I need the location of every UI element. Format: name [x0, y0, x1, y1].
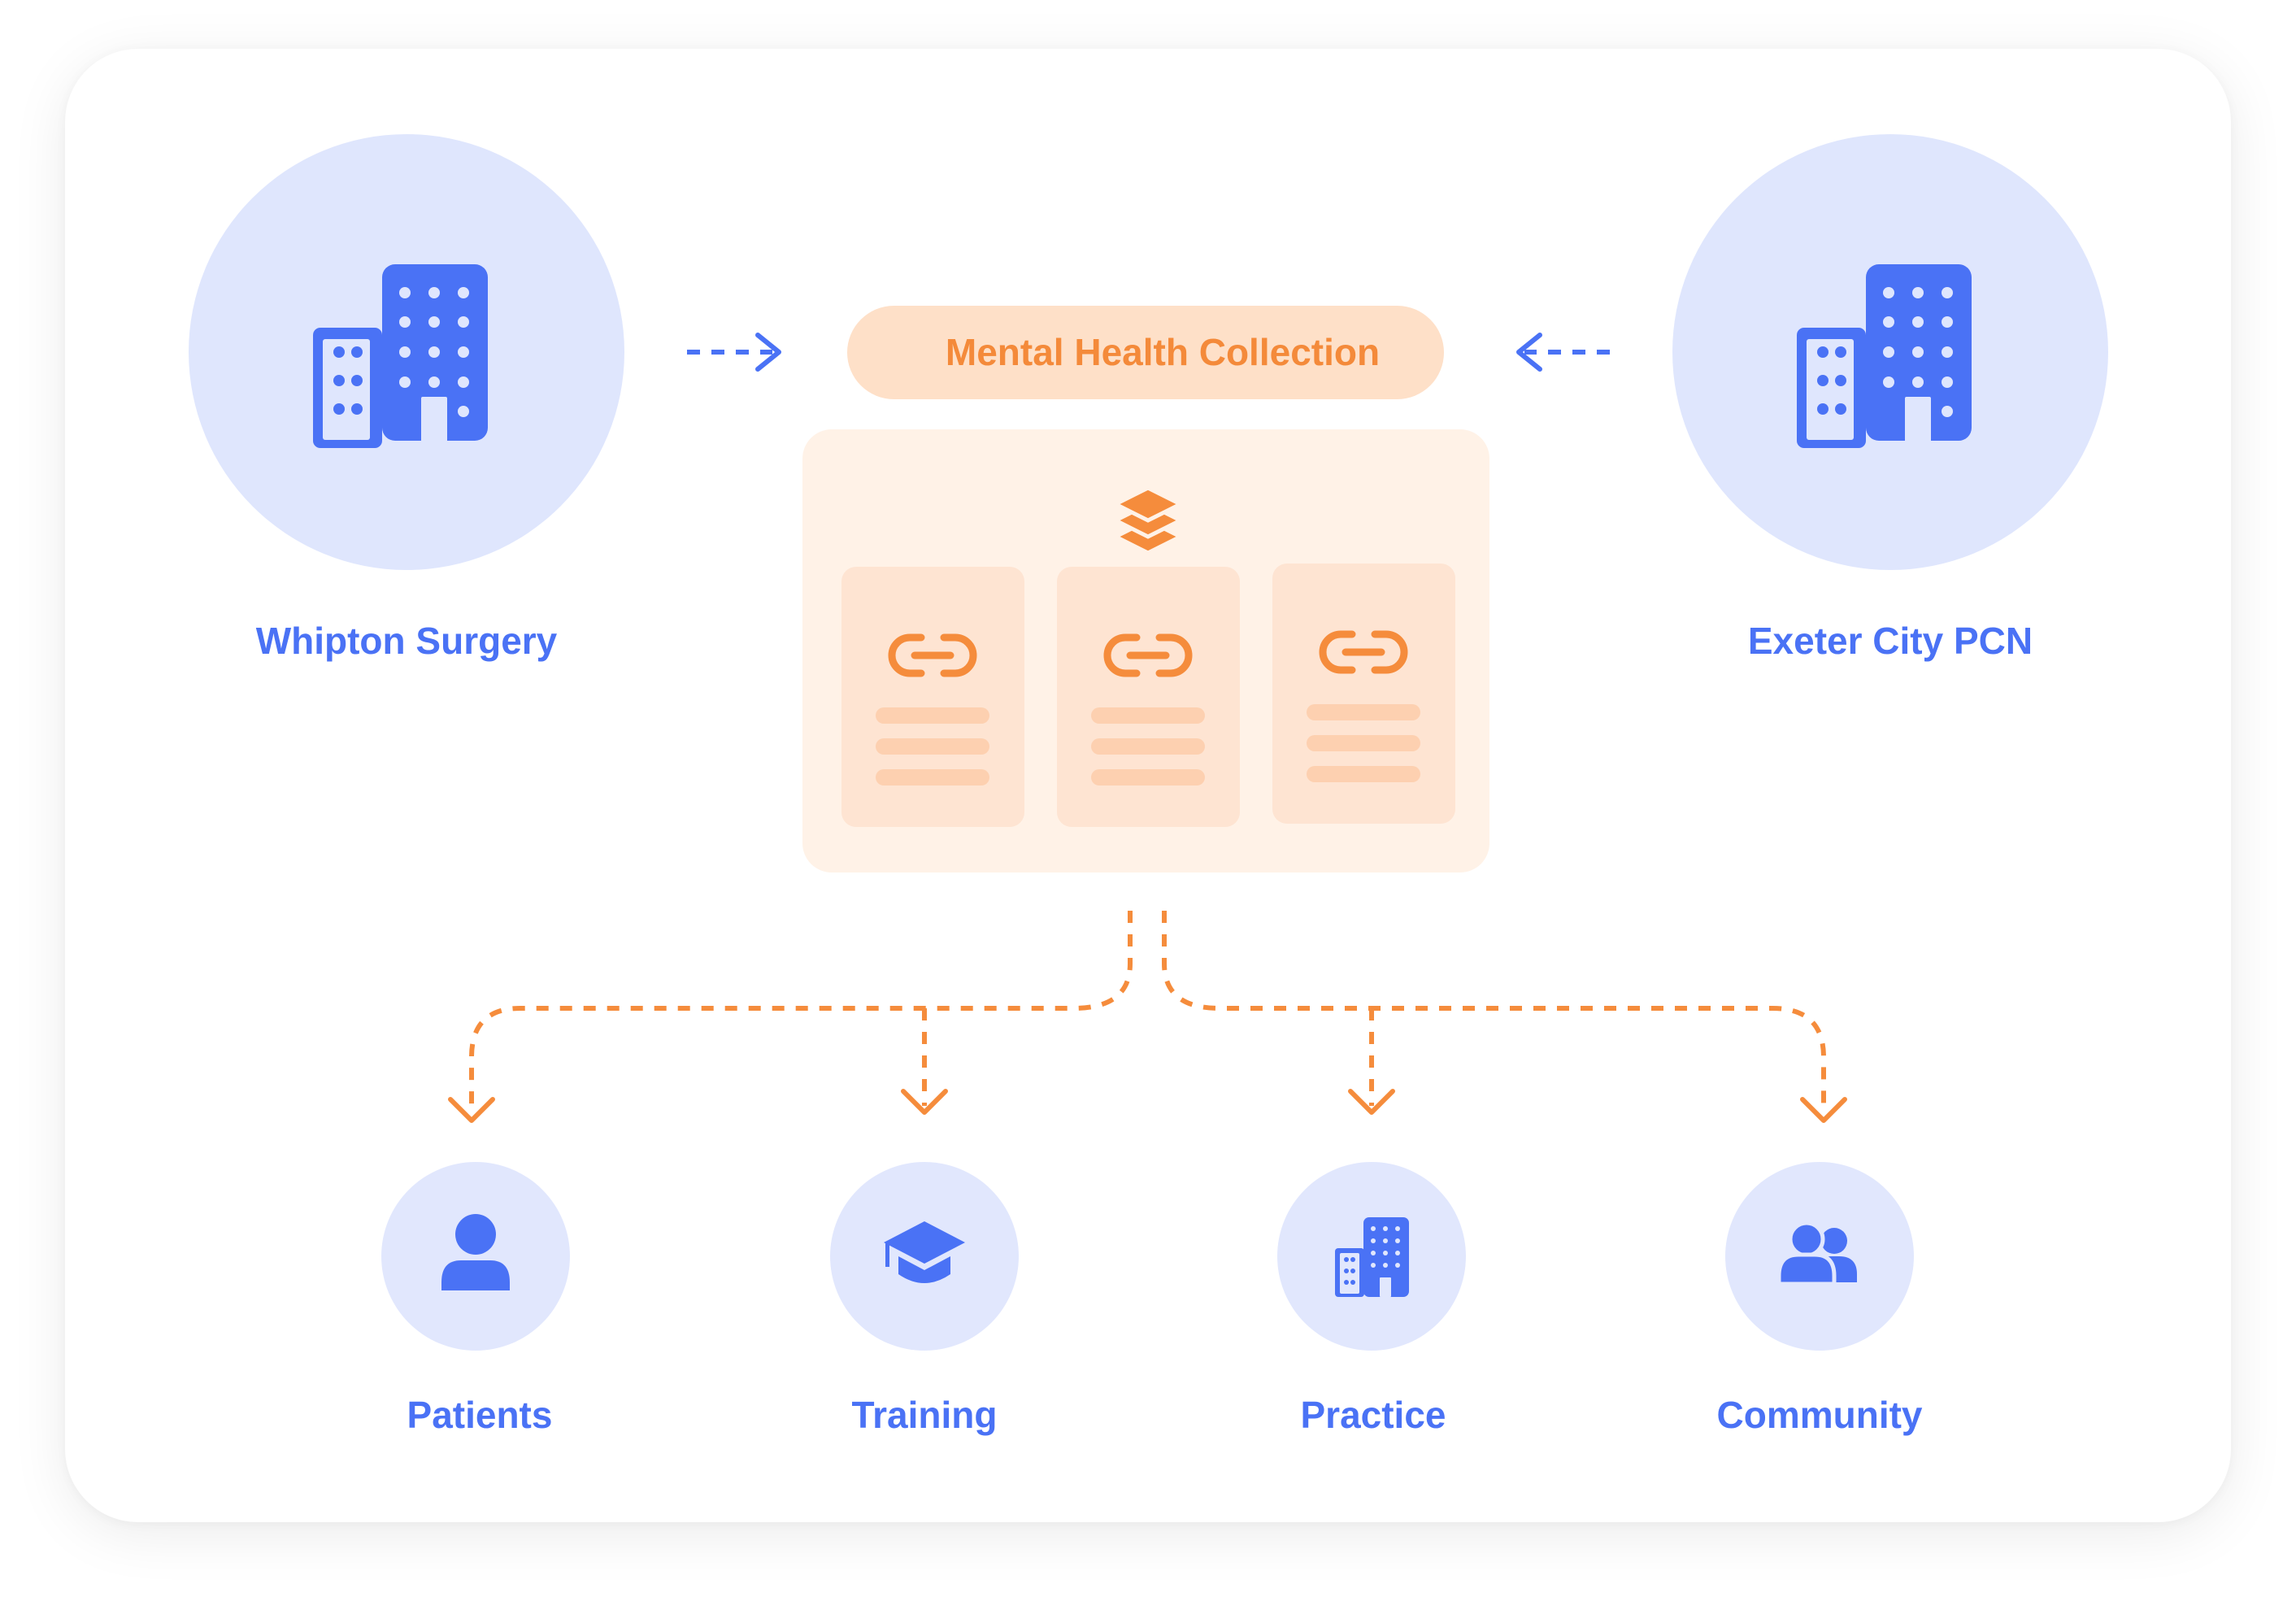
resource-card[interactable] [1272, 564, 1455, 824]
distribution-connectors [448, 911, 1847, 1123]
source-exeter-city-pcn: Exeter City PCN [1672, 134, 2108, 662]
arrow-left-incoming [687, 333, 781, 372]
text-placeholder-lines [876, 707, 989, 785]
destination-label: Patients [407, 1394, 553, 1436]
text-placeholder-lines [1091, 707, 1205, 785]
arrow-right-icon [755, 333, 781, 372]
collection-title-pill: Mental Health Collection [847, 306, 1444, 399]
graduation-cap-icon [884, 1221, 965, 1283]
destination-practice[interactable]: Practice [1277, 1162, 1466, 1436]
resource-card[interactable] [841, 567, 1024, 827]
arrow-right-incoming [1516, 333, 1610, 372]
arrow-left-icon [1516, 333, 1542, 372]
title-pill [847, 306, 1444, 399]
source-whipton-surgery: Whipton Surgery [189, 134, 624, 662]
destination-community[interactable]: Community [1717, 1162, 1923, 1436]
destination-label: Practice [1300, 1394, 1446, 1436]
source-label: Whipton Surgery [256, 620, 558, 662]
card-background [1057, 567, 1240, 827]
destination-patients[interactable]: Patients [381, 1162, 570, 1436]
arrow-down-icon [448, 1097, 495, 1123]
arrow-down-icon [901, 1089, 948, 1115]
connector-to-patients [469, 911, 1133, 1114]
collection-title: Mental Health Collection [946, 331, 1380, 373]
source-label: Exeter City PCN [1748, 620, 2033, 662]
text-placeholder-lines [1307, 704, 1420, 782]
arrow-down-icon [1348, 1089, 1395, 1115]
collection-panel [802, 429, 1489, 872]
resource-card[interactable] [1057, 567, 1240, 827]
users-icon [1776, 1221, 1857, 1286]
connector-to-community [1162, 911, 1826, 1114]
layers-icon [1111, 485, 1185, 555]
destination-label: Training [852, 1394, 998, 1436]
destination-label: Community [1717, 1394, 1923, 1436]
person-icon [441, 1214, 510, 1290]
card-background [841, 567, 1024, 827]
destination-circle [381, 1162, 570, 1351]
card-background [1272, 564, 1455, 824]
arrow-down-icon [1800, 1097, 1847, 1123]
destination-training[interactable]: Training [830, 1162, 1019, 1436]
